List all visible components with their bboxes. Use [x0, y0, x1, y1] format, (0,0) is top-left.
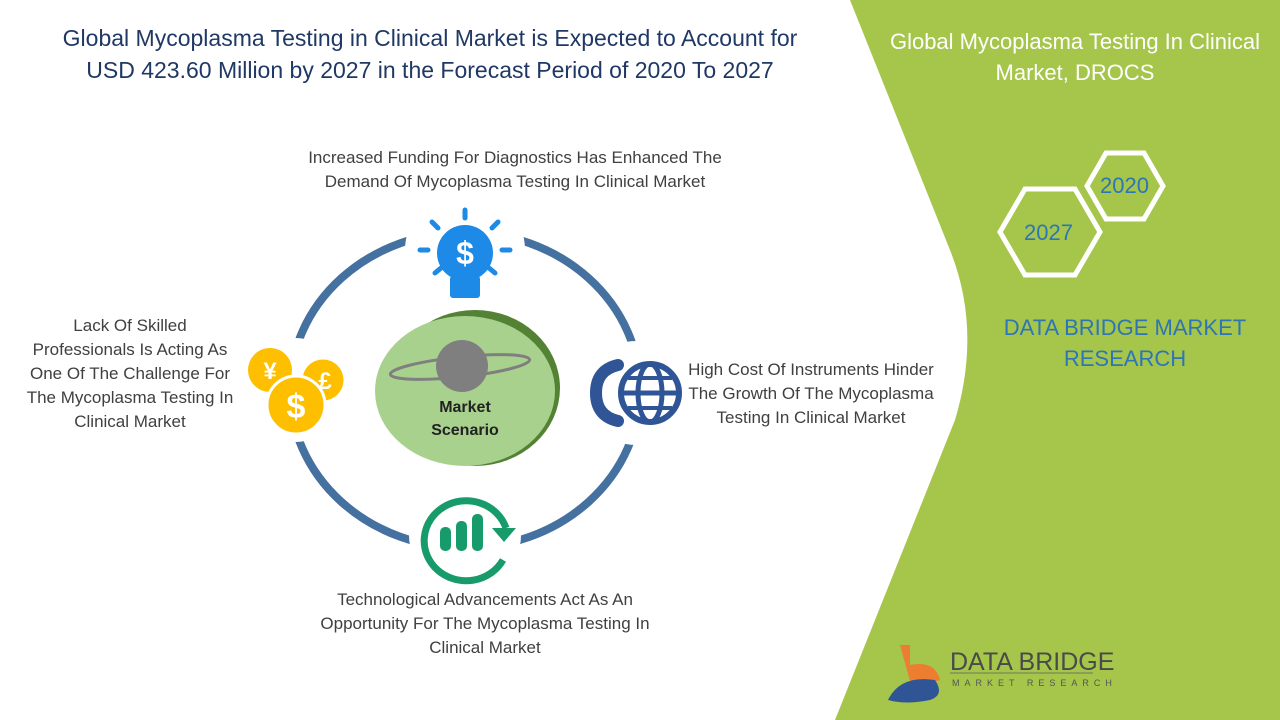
lightbulb-dollar-icon: $ — [417, 207, 513, 298]
logo-subtitle: MARKET RESEARCH — [952, 678, 1117, 688]
brand-text: DATA BRIDGE MARKET RESEARCH — [1003, 315, 1247, 371]
year-end: 2027 — [1024, 220, 1073, 245]
restraints-label: High Cost Of Instruments Hinder The Grow… — [688, 360, 934, 427]
svg-text:$: $ — [287, 388, 306, 426]
opportunities-label: Technological Advancements Act As An Opp… — [320, 590, 650, 657]
planet-icon — [388, 340, 532, 392]
year-start: 2020 — [1100, 173, 1149, 198]
side-panel-title: Global Mycoplasma Testing In Clinical Ma… — [889, 29, 1261, 85]
phone-globe-icon — [589, 359, 682, 427]
currency-coins-icon: ¥ £ $ — [248, 348, 347, 436]
data-bridge-logo-icon — [888, 645, 1093, 703]
green-side-panel — [835, 0, 1280, 720]
center-line-1: Market — [439, 399, 491, 416]
market-scenario-core — [375, 310, 560, 466]
title-line-2: USD 423.60 Million by 2027 in the Foreca… — [86, 57, 774, 83]
title-line-1: Global Mycoplasma Testing in Clinical Ma… — [62, 25, 798, 51]
svg-text:£: £ — [318, 368, 332, 395]
market-scenario-label: Market Scenario — [395, 396, 535, 442]
year-hexagons — [997, 150, 1166, 278]
svg-text:¥: ¥ — [263, 358, 277, 385]
bar-chart-cycle-icon — [420, 497, 516, 585]
page-title: Global Mycoplasma Testing in Clinical Ma… — [20, 22, 840, 86]
svg-text:$: $ — [456, 235, 474, 271]
drivers-label: Increased Funding For Diagnostics Has En… — [308, 148, 722, 191]
center-line-2: Scenario — [431, 422, 499, 439]
logo-name: DATA BRIDGE — [950, 648, 1115, 676]
challenges-label: Lack Of Skilled Professionals Is Acting … — [26, 316, 234, 431]
